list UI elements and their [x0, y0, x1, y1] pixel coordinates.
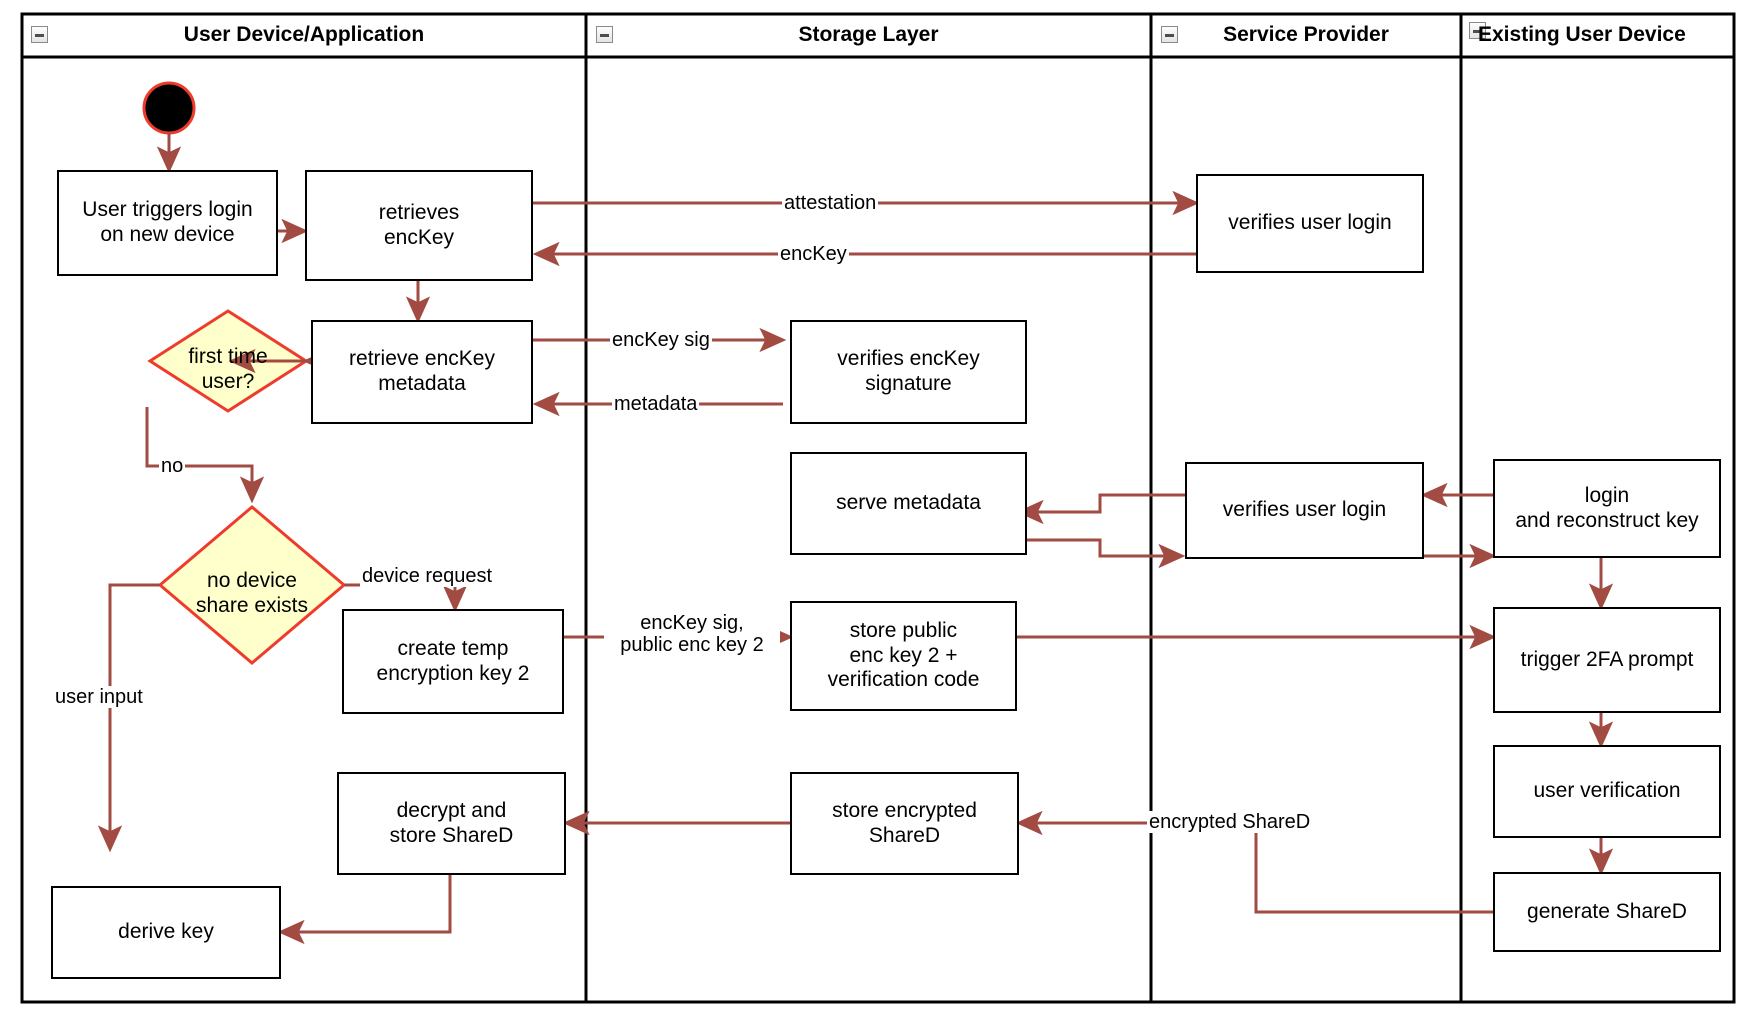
edge-label-user-input: user input [53, 686, 145, 709]
swimlane-frame [20, 12, 1736, 1004]
initial-node [142, 81, 196, 135]
lane-title-existing-device: Existing User Device [1478, 23, 1686, 46]
edge-label-attestation: attestation [782, 192, 879, 215]
node-create-temp-encryption-key-2[interactable]: create temp encryption key 2 [342, 609, 564, 714]
edge-label-metadata: metadata [612, 393, 700, 416]
node-decrypt-and-store-shared[interactable]: decrypt and store ShareD [337, 772, 566, 875]
edge-label-enckey-sig: encKey sig [610, 329, 712, 352]
node-verifies-enckey-signature[interactable]: verifies encKey signature [790, 320, 1027, 424]
edge-no-branch [145, 407, 265, 504]
edge-label-enckey-sig-public-enc-key-2: encKey sig, public enc key 2 [604, 612, 780, 657]
node-verifies-user-login-1[interactable]: verifies user login [1196, 174, 1424, 273]
decision-no-device-share-exists [157, 505, 347, 665]
edge-label-device-request: device request [360, 565, 495, 588]
collapse-icon-lane-user-device[interactable] [31, 26, 48, 43]
collapse-icon-lane-service-provider[interactable] [1161, 26, 1178, 43]
collapse-icon-lane-existing-device[interactable] [1469, 22, 1486, 39]
node-login-and-reconstruct-key[interactable]: login and reconstruct key [1493, 459, 1721, 558]
lane-title-user-device: User Device/Application [183, 23, 425, 46]
node-store-public-enc-key-2[interactable]: store public enc key 2 + verification co… [790, 601, 1017, 711]
node-user-triggers-login[interactable]: User triggers login on new device [57, 170, 278, 276]
node-retrieve-enckey-metadata[interactable]: retrieve encKey metadata [311, 320, 533, 424]
node-derive-key[interactable]: derive key [51, 886, 281, 979]
node-generate-shared[interactable]: generate ShareD [1493, 872, 1721, 952]
edge-sp-to-serve-metadata [1016, 493, 1185, 525]
edge-label-enckey: encKey [778, 243, 849, 266]
node-store-encrypted-shared[interactable]: store encrypted ShareD [790, 772, 1019, 875]
node-retrieves-enckey[interactable]: retrieves encKey [305, 170, 533, 281]
edge-label-no: no [159, 455, 186, 478]
node-verifies-user-login-2[interactable]: verifies user login [1185, 462, 1424, 559]
decision-first-time-user [147, 309, 309, 413]
edge-user-input [97, 583, 160, 853]
edge-label-encrypted-shared: encrypted ShareD [1147, 811, 1313, 834]
node-trigger-2fa-prompt[interactable]: trigger 2FA prompt [1493, 607, 1721, 713]
edge-serve-metadata-to-sp [1020, 538, 1186, 569]
node-serve-metadata[interactable]: serve metadata [790, 452, 1027, 555]
edge-encrypted-shared [1015, 810, 1493, 914]
edge-device-request [344, 583, 468, 613]
collapse-icon-lane-storage[interactable] [596, 26, 613, 43]
node-user-verification[interactable]: user verification [1493, 745, 1721, 838]
lane-title-service-provider: Service Provider [1223, 23, 1389, 46]
lane-title-storage: Storage Layer [798, 23, 939, 46]
